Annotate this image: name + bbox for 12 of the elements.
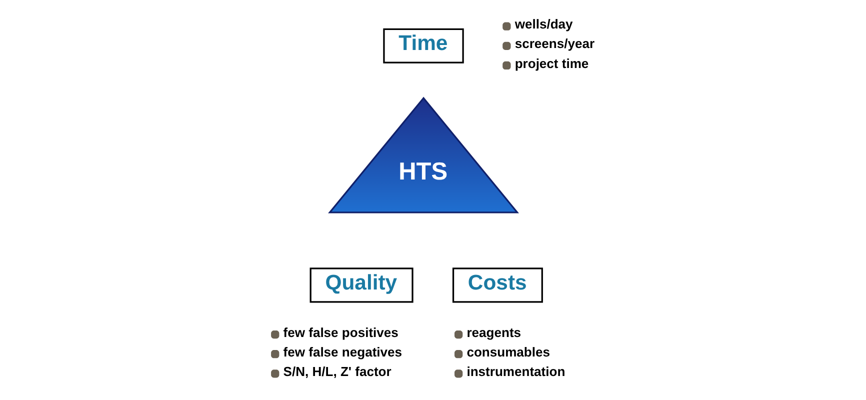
node-box: Quality — [309, 268, 413, 303]
node-label: S/N, H/L, Z' factor — [282, 364, 391, 379]
node-label: instrumentation — [466, 364, 565, 379]
node-box: Costs — [452, 268, 542, 303]
node-box: Time — [382, 28, 464, 64]
node-label: consumables — [466, 344, 550, 360]
node-label: wells/day — [514, 16, 572, 32]
node-label: few false positives — [282, 324, 398, 340]
node-label: reagents — [466, 324, 521, 340]
node-label: few false negatives — [282, 344, 402, 360]
node-label: screens/year — [514, 36, 594, 52]
node-label: project time — [514, 56, 588, 71]
